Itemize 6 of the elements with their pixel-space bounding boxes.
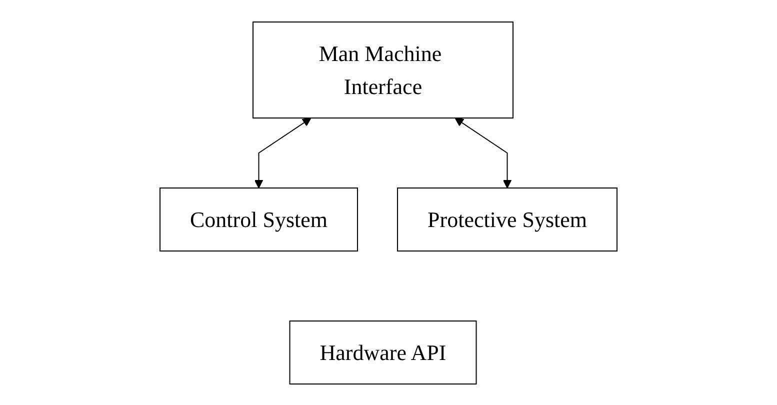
node-box: Control System <box>160 187 358 251</box>
node-box: Man Machine Interface <box>252 21 514 118</box>
node-box: Hardware API <box>289 320 477 384</box>
node-box: Protective System <box>397 187 618 251</box>
arrow <box>454 117 512 188</box>
arrow <box>254 117 312 188</box>
